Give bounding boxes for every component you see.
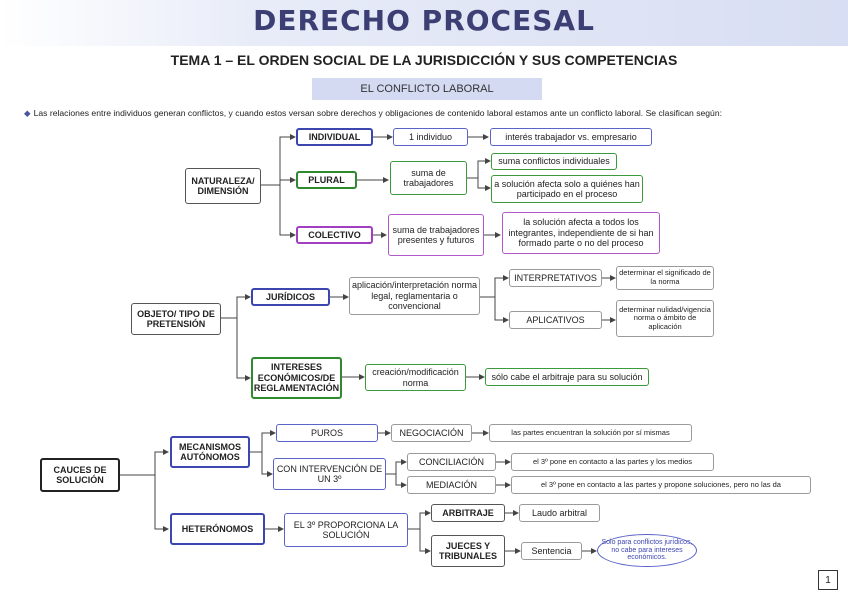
negociacion-node: NEGOCIACIÓN	[391, 424, 472, 442]
intereses-detail-2: sólo cabe el arbitraje para su solución	[485, 368, 649, 386]
aplicativos-node: APLICATIVOS	[509, 311, 602, 329]
page-title: DERECHO PROCESAL	[253, 4, 595, 37]
mediacion-detail: el 3º pone en contacto a las partes y pr…	[511, 476, 811, 494]
puros-node: PUROS	[276, 424, 378, 442]
plural-detail-3: a solución afecta solo a quiénes han par…	[491, 175, 643, 203]
plural-node: PLURAL	[296, 171, 357, 189]
sentencia-node: Sentencia	[521, 542, 582, 560]
cauces-node: CAUCES DE SOLUCIÓN	[40, 458, 120, 492]
colectivo-node: COLECTIVO	[296, 226, 373, 244]
juridicos-node: JURÍDICOS	[251, 288, 330, 306]
colectivo-detail-2: la solución afecta a todos los integrant…	[502, 212, 660, 254]
bullet-icon: ◆	[24, 108, 31, 118]
arbitraje-node: ARBITRAJE	[431, 504, 505, 522]
intro-text: ◆Las relaciones entre individuos generan…	[24, 108, 722, 119]
plural-detail-2: suma conflictos individuales	[491, 153, 617, 170]
aplicativos-detail: determinar nulidad/vigencia norma o ámbi…	[616, 300, 714, 337]
intervencion-node: CON INTERVENCIÓN DE UN 3º	[273, 458, 386, 490]
intereses-node: INTERESES ECONÓMICOS/DE REGLAMENTACIÓN	[251, 357, 342, 399]
jueces-node: JUECES Y TRIBUNALES	[431, 535, 505, 567]
individual-detail-1: 1 individuo	[393, 128, 468, 146]
sentencia-note: Solo para conflictos jurídicos, no cabe …	[597, 534, 697, 567]
tercero-node: EL 3º PROPORCIONA LA SOLUCIÓN	[284, 513, 408, 547]
individual-detail-2: interés trabajador vs. empresario	[490, 128, 652, 146]
objeto-node: OBJETO/ TIPO DE PRETENSIÓN	[131, 303, 221, 335]
laudo-node: Laudo arbitral	[519, 504, 600, 522]
page-number: 1	[818, 570, 838, 590]
interpretativos-detail: determinar el significado de la norma	[616, 266, 714, 290]
autonomos-node: MECANISMOS AUTÓNOMOS	[170, 436, 250, 468]
negociacion-detail: las partes encuentran la solución por sí…	[489, 424, 692, 442]
conciliacion-node: CONCILIACIÓN	[407, 453, 496, 471]
heteronomos-node: HETERÓNOMOS	[170, 513, 265, 545]
intro-sentence: Las relaciones entre individuos generan …	[33, 108, 723, 118]
plural-detail-1: suma de trabajadores	[390, 161, 467, 195]
conciliacion-detail: el 3º pone en contacto a las partes y lo…	[511, 453, 714, 471]
header-band	[0, 0, 848, 46]
intereses-detail-1: creación/modificación norma	[365, 364, 466, 391]
individual-node: INDIVIDUAL	[296, 128, 373, 146]
mediacion-node: MEDIACIÓN	[407, 476, 496, 494]
naturaleza-node: NATURALEZA/ DIMENSIÓN	[185, 168, 261, 204]
interpretativos-node: INTERPRETATIVOS	[509, 269, 602, 287]
colectivo-detail-1: suma de trabajadores presentes y futuros	[388, 214, 484, 256]
topic-title: TEMA 1 – EL ORDEN SOCIAL DE LA JURISDICC…	[170, 52, 678, 68]
juridicos-detail: aplicación/interpretación norma legal, r…	[349, 277, 480, 315]
section-banner: EL CONFLICTO LABORAL	[312, 78, 542, 100]
